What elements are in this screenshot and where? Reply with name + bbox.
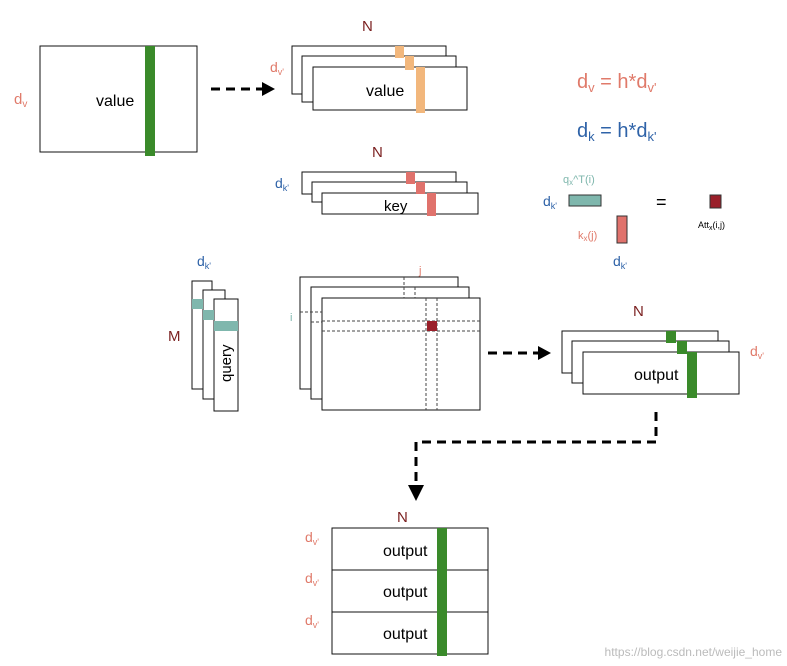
concat-row-1-dv: dv' [305, 529, 319, 547]
query-m-label: M [168, 328, 181, 345]
legend-dk-left: dk' [543, 193, 557, 211]
legend-dk-bottom: dk' [613, 253, 627, 271]
attn-i-label: i [290, 312, 292, 324]
query-label: query [218, 344, 235, 382]
output-head-dv-label: dv' [750, 343, 764, 361]
legend-k-label: kx(j) [578, 230, 597, 243]
concat-row-3-label: output [383, 626, 428, 643]
key-label: key [384, 198, 408, 215]
value-dv-label: dv [14, 91, 27, 110]
value-column-highlight [145, 46, 155, 156]
arrow-head-value [262, 82, 275, 96]
value-head-n-label: N [362, 18, 373, 35]
value-matrix: value dv [14, 45, 198, 156]
concat-row-2-label: output [383, 584, 428, 601]
key-slice-3 [427, 193, 436, 216]
arrow-head-concat [408, 485, 424, 501]
key-n-label: N [372, 144, 383, 161]
output-slice-3 [687, 352, 697, 398]
concat-row-3-dv: dv' [305, 612, 319, 630]
concat-output-stack: N output output output dv' dv' dv' [305, 509, 489, 656]
value-head-stack: value N dv' [270, 18, 468, 113]
concat-row-2-dv: dv' [305, 570, 319, 588]
concat-n-label: N [397, 509, 408, 526]
output-slice-1 [666, 331, 676, 343]
query-slice-3 [214, 321, 238, 331]
key-dk-label: dk' [275, 175, 289, 193]
attention-legend: qx^T(i) dk' kx(j) dk' = Attx(i,j) [543, 174, 725, 271]
legend-att-label: Attx(i,j) [698, 220, 725, 232]
key-slice-2 [416, 182, 425, 194]
attention-cell [427, 321, 437, 331]
query-dk-label: dk' [197, 253, 211, 271]
output-head-n-label: N [633, 303, 644, 320]
value-label: value [96, 93, 134, 110]
concat-row-3 [331, 611, 489, 655]
legend-q-label: qx^T(i) [563, 174, 595, 187]
value-slice-1 [395, 46, 404, 58]
key-head-stack: key N dk' [275, 144, 479, 216]
attn-j-label: j [418, 265, 421, 277]
equation-dv: dv = h*dv' [577, 71, 656, 95]
concat-column-highlight [437, 528, 447, 656]
query-head-stack: query M dk' [168, 253, 239, 412]
key-slice-1 [406, 172, 415, 184]
concat-row-1 [331, 527, 489, 571]
output-slice-2 [677, 341, 687, 354]
query-slice-1 [192, 299, 203, 309]
output-head-label: output [634, 367, 679, 384]
legend-equals: = [656, 192, 667, 212]
arrow-output-to-concat [414, 412, 658, 485]
equation-dk: dk = h*dk' [577, 120, 656, 144]
arrow-head-attn [538, 346, 551, 360]
concat-row-1-label: output [383, 543, 428, 560]
attention-score-stack: j i [290, 265, 481, 411]
concat-row-2 [331, 569, 489, 613]
query-slice-2 [203, 310, 214, 320]
watermark-text: https://blog.csdn.net/weijie_home [605, 645, 783, 659]
output-head-stack: output N dv' [561, 303, 764, 398]
value-head-label: value [366, 83, 404, 100]
legend-key-vector [616, 215, 628, 244]
legend-attention-cell [709, 194, 722, 209]
value-slice-3 [416, 67, 425, 113]
legend-query-vector [568, 194, 602, 207]
value-slice-2 [405, 56, 414, 70]
value-head-dv-label: dv' [270, 59, 284, 77]
